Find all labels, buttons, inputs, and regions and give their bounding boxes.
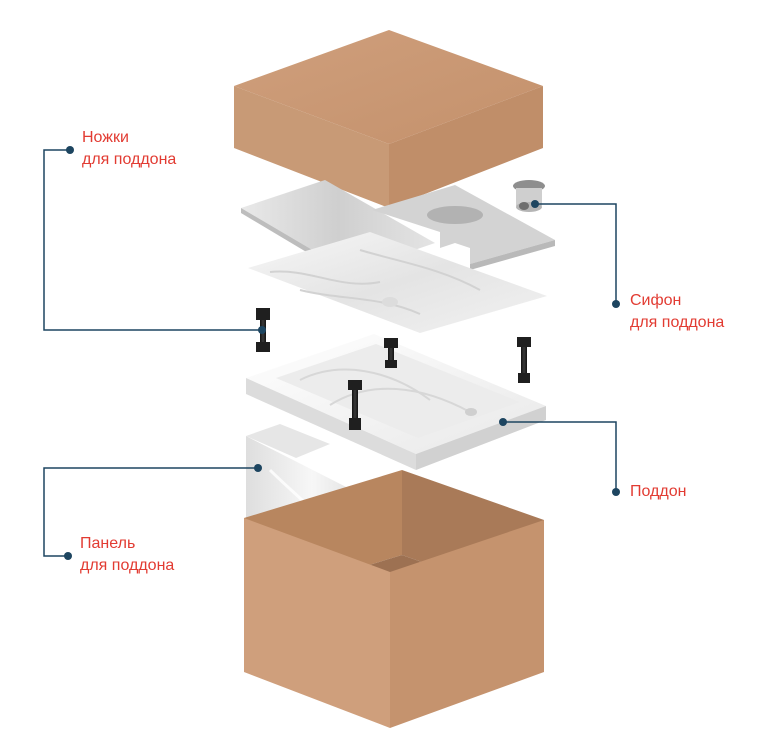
label-siphon: Сифон для поддона: [630, 290, 724, 334]
lid-top-face: [234, 30, 543, 144]
dot-siphon-label: [612, 300, 620, 308]
film-drain-bump: [382, 297, 398, 307]
label-panel: Панель для поддона: [80, 533, 174, 577]
leader-panel: [43, 467, 258, 557]
dot-tray-part: [499, 418, 507, 426]
leg-right: [517, 337, 531, 383]
label-tray: Поддон: [630, 481, 686, 503]
dot-legs-part: [258, 326, 266, 334]
sheet-shadow: [427, 206, 483, 224]
leader-tray: [503, 421, 617, 492]
box-front-right: [390, 520, 544, 728]
sheet-right-piece: [372, 185, 555, 264]
tray-basin: [276, 344, 520, 438]
leg-front: [348, 380, 362, 430]
tray-front-edge: [246, 378, 416, 470]
tray-curves: [299, 368, 471, 413]
label-legs: Ножки для поддона: [82, 127, 176, 171]
leader-lines: [43, 149, 617, 557]
label-panel-line1: Панель: [80, 535, 136, 552]
label-siphon-line1: Сифон: [630, 292, 682, 309]
box-front-left: [244, 518, 390, 728]
siphon: [513, 180, 545, 212]
cardboard-box: [244, 470, 544, 728]
label-legs-line1: Ножки: [82, 129, 129, 146]
leader-siphon: [535, 203, 617, 304]
leader-legs: [43, 149, 262, 331]
leg-center: [384, 338, 398, 368]
panel-top: [246, 424, 330, 458]
film-wrinkles: [269, 249, 481, 315]
label-panel-line2: для поддона: [80, 557, 175, 574]
lid-right-face: [389, 86, 543, 208]
sheet-right-edge: [470, 240, 555, 270]
leader-dots: [64, 146, 620, 560]
dot-siphon-part: [531, 200, 539, 208]
dot-panel-part: [254, 464, 262, 472]
siphon-outlet: [519, 202, 529, 210]
dot-tray-label: [612, 488, 620, 496]
label-siphon-line2: для поддона: [630, 314, 725, 331]
tray-drain: [465, 408, 477, 416]
film-sheet: [248, 232, 547, 333]
label-legs-line2: для поддона: [82, 151, 177, 168]
lid-left-face: [234, 86, 389, 208]
dot-legs-label: [66, 146, 74, 154]
dot-panel-label: [64, 552, 72, 560]
cardboard-lid: [234, 30, 543, 208]
label-tray-line1: Поддон: [630, 483, 687, 500]
protective-film: [248, 232, 547, 333]
